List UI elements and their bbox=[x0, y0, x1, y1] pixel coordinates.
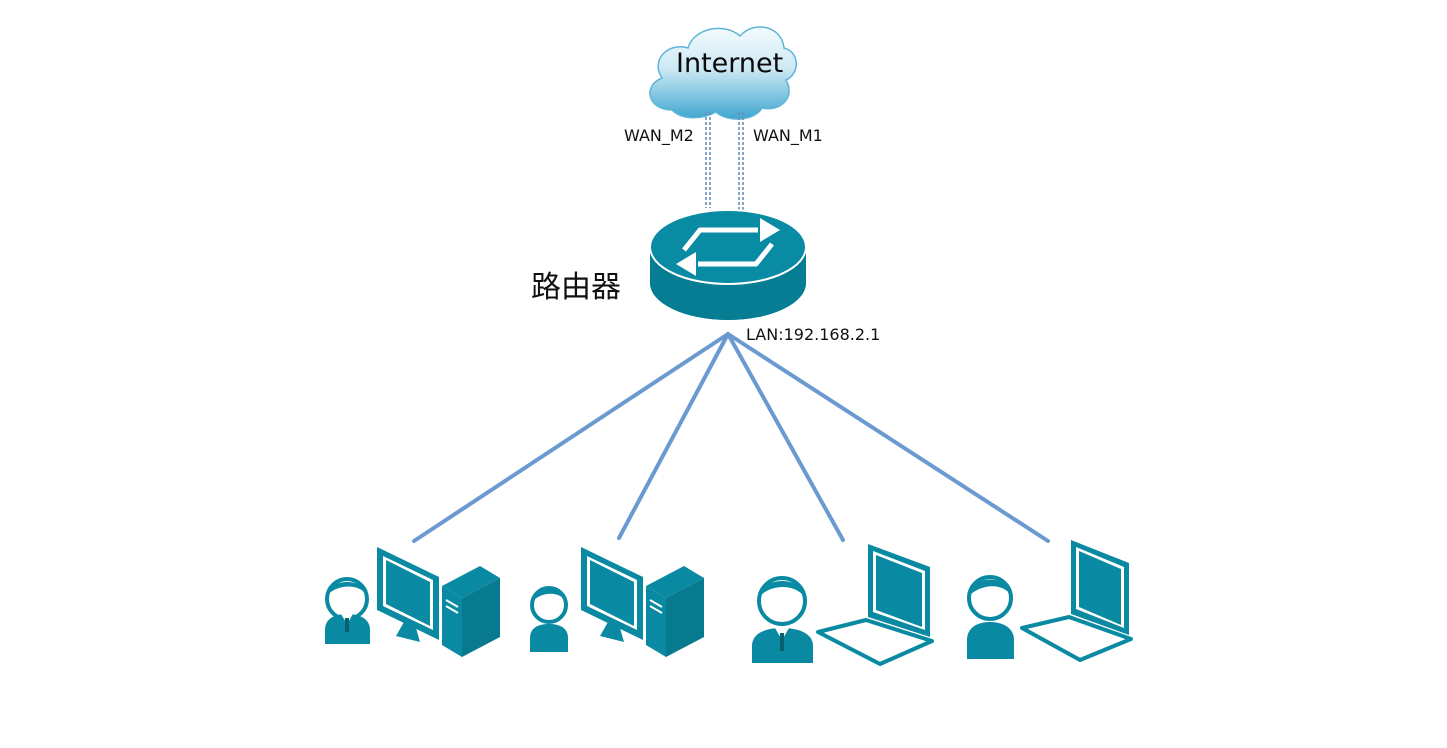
desktop-computer-icon bbox=[581, 547, 704, 657]
router-icon bbox=[649, 209, 807, 320]
male-user-icon bbox=[752, 576, 813, 663]
female-user-icon bbox=[967, 575, 1014, 659]
internet-cloud-icon bbox=[649, 26, 797, 120]
router-label: 路由器 bbox=[531, 270, 621, 305]
desktop-computer-icon bbox=[377, 547, 500, 657]
client-4 bbox=[967, 540, 1133, 662]
lan-link-4 bbox=[726, 332, 1050, 543]
lan-link-2 bbox=[617, 332, 730, 540]
laptop-icon bbox=[1020, 540, 1133, 662]
male-user-icon bbox=[325, 577, 370, 644]
lan-link-1 bbox=[412, 332, 730, 543]
client-1 bbox=[325, 547, 500, 657]
internet-label: Internet bbox=[676, 48, 784, 79]
lan-links bbox=[412, 332, 1050, 543]
wan-link-right bbox=[738, 112, 744, 212]
wan-m2-label: WAN_M2 bbox=[624, 126, 694, 145]
wan-link-left bbox=[705, 112, 711, 208]
female-user-icon bbox=[530, 586, 568, 652]
laptop-icon bbox=[816, 544, 934, 666]
client-3 bbox=[752, 544, 934, 666]
router-arrows-icon bbox=[682, 227, 774, 267]
client-2 bbox=[530, 547, 704, 657]
lan-link-3 bbox=[726, 332, 845, 542]
wan-m1-label: WAN_M1 bbox=[753, 126, 823, 145]
lan-ip-label: LAN:192.168.2.1 bbox=[746, 325, 881, 344]
